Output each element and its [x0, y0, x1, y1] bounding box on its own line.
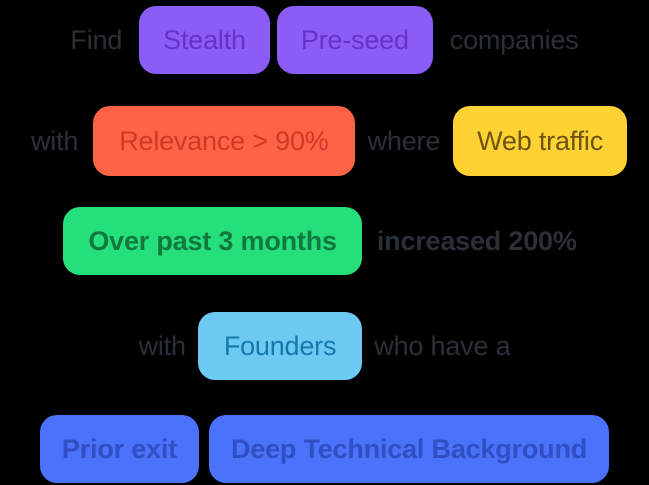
query-word-find: Find [70, 24, 123, 55]
pill-deep-technical-background[interactable]: Deep Technical Background [208, 415, 610, 483]
query-phrase-who-have-a: who have a [374, 330, 511, 361]
query-row-1: Find Stealth Pre-seed companies [0, 0, 649, 80]
query-row-5: Prior exit Deep Technical Background [0, 413, 649, 485]
query-phrase-increased-200: increased 200% [376, 225, 577, 256]
query-row-3: Over past 3 months increased 200% [0, 203, 649, 279]
query-word-where: where [367, 125, 441, 156]
pill-stealth[interactable]: Stealth [139, 6, 270, 74]
pill-pre-seed[interactable]: Pre-seed [276, 6, 433, 74]
pill-founders[interactable]: Founders [197, 312, 363, 380]
query-word-with-1: with [30, 125, 79, 156]
query-row-4: with Founders who have a [0, 307, 649, 385]
pill-relevance-threshold[interactable]: Relevance > 90% [93, 106, 355, 176]
pill-over-past-3-months[interactable]: Over past 3 months [63, 207, 362, 275]
query-row-2: with Relevance > 90% where Web traffic [0, 100, 649, 182]
pill-web-traffic[interactable]: Web traffic [453, 106, 627, 176]
query-word-with-2: with [138, 330, 186, 361]
query-word-companies: companies [449, 24, 579, 55]
pill-prior-exit[interactable]: Prior exit [39, 415, 199, 483]
